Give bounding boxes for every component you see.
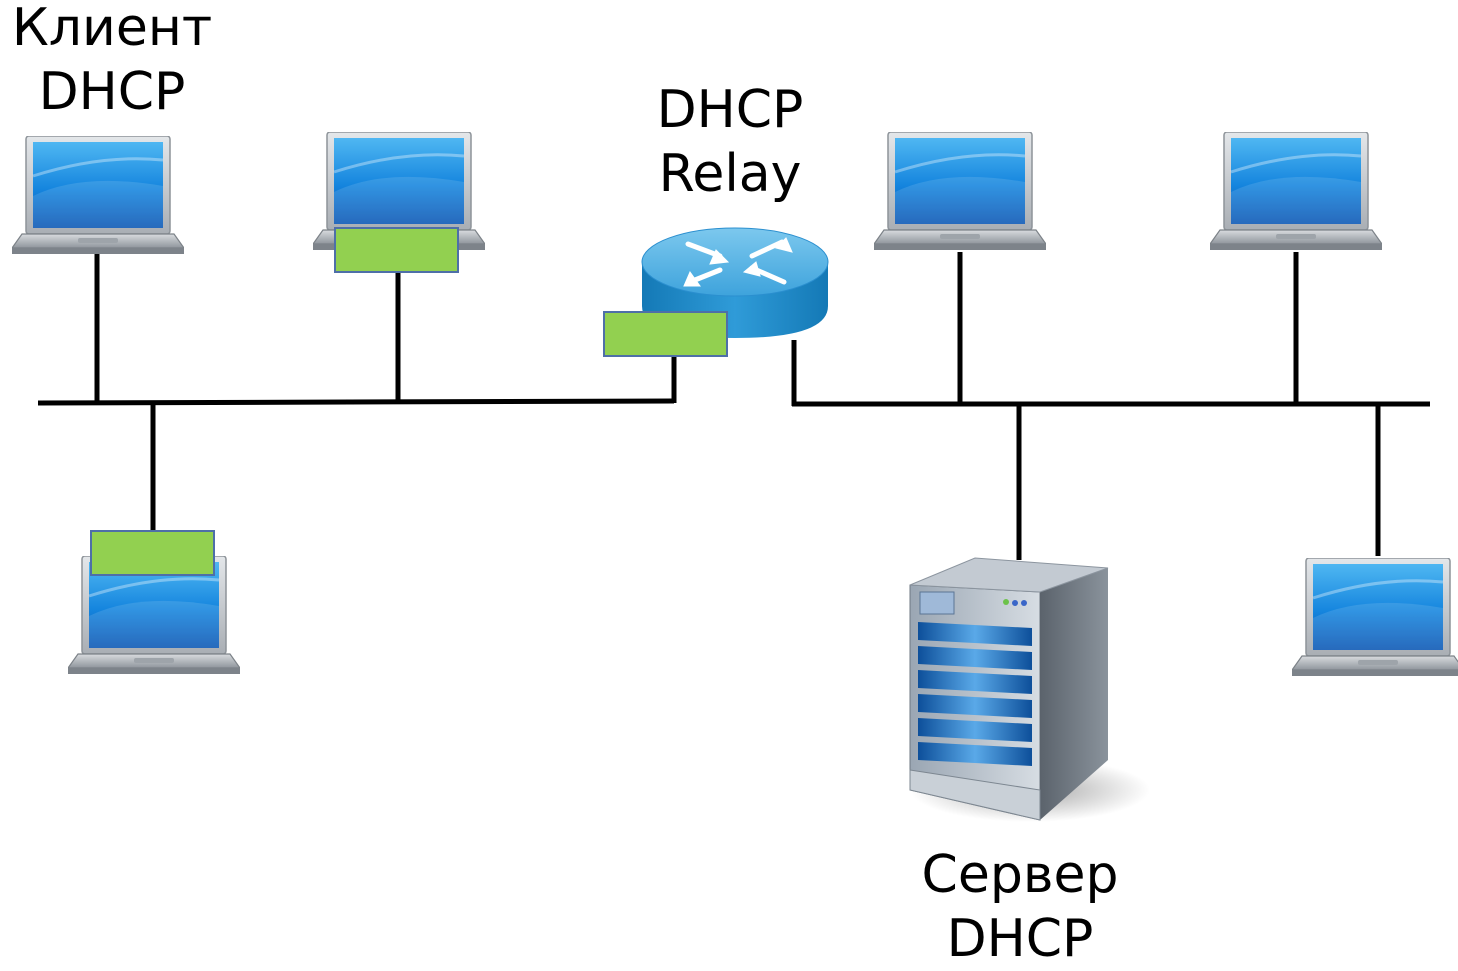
server-drive-bays — [918, 622, 1032, 766]
client-laptop-icon — [12, 136, 184, 256]
laptop-icon — [874, 132, 1046, 252]
packets — [90, 227, 728, 576]
dhcp-server-label: Сервер DHCP — [900, 843, 1140, 971]
packet-icon — [90, 530, 215, 576]
laptop-icon — [1292, 558, 1458, 678]
dhcp-relay-label: DHCP Relay — [620, 78, 840, 206]
laptop-icon — [1210, 132, 1382, 252]
dhcp-client-label-line1: Клиент — [11, 0, 213, 58]
dhcp-server-label-line2: DHCP — [946, 909, 1094, 969]
dhcp-server-label-line1: Сервер — [921, 845, 1119, 905]
dhcp-client-label-line2: DHCP — [38, 62, 186, 122]
packet-icon — [603, 311, 728, 357]
dhcp-relay-label-line2: Relay — [658, 144, 802, 204]
network-cables — [37, 252, 1430, 560]
left-segment-bus — [37, 398, 675, 406]
dhcp-relay-label-line1: DHCP — [656, 80, 804, 140]
server-icon — [909, 557, 1150, 822]
packet-icon — [334, 227, 459, 273]
dhcp-client-label: Клиент DHCP — [0, 0, 224, 124]
